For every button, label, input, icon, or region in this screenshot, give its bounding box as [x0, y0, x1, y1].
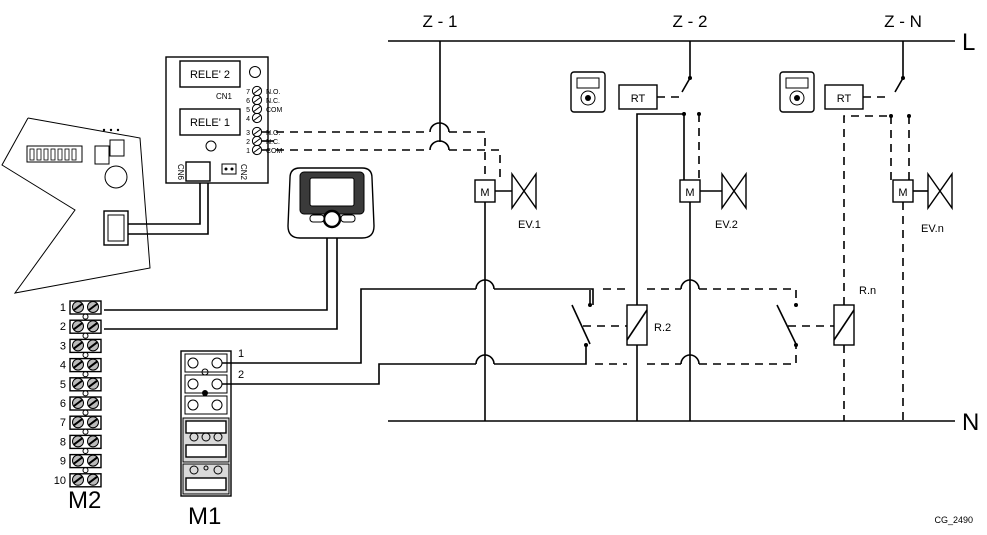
- zone2-switch-wiring: [636, 41, 691, 305]
- neutral-label: N: [962, 409, 979, 436]
- wire-m1-1: [222, 288, 594, 364]
- wire-rele1-com: [262, 149, 501, 180]
- m2-terminal-number: 8: [60, 436, 66, 448]
- relay-rn: R.n: [776, 285, 876, 347]
- m2-terminal-row: 1: [60, 300, 102, 320]
- rt-label-2: RT: [631, 93, 646, 105]
- cable-boiler-relay: [128, 177, 213, 225]
- contact-nc-2: N.C.: [266, 98, 280, 105]
- m2-terminal-row: 4: [60, 357, 102, 378]
- wire-remote-2: [104, 238, 338, 330]
- zone-1-label: Z - 1: [423, 12, 458, 31]
- ev2-label: EV.2: [715, 219, 738, 231]
- m2-terminal-number: 4: [60, 360, 66, 372]
- zone2-thermostat: RT: [570, 71, 658, 113]
- m2-terminal-row: 5: [60, 377, 102, 397]
- wire-remote-1: [104, 238, 328, 311]
- rele1-label: RELE' 1: [190, 117, 230, 129]
- m2-terminal-number: 6: [60, 398, 66, 410]
- wire-rele1-no: [262, 131, 486, 180]
- r2-label: R.2: [654, 322, 671, 334]
- contact-no-2: N.O.: [266, 89, 280, 96]
- relay-r2: R.2: [571, 290, 671, 421]
- terminal-block-m1: [180, 350, 232, 497]
- motor-label-1: M: [480, 187, 489, 199]
- m2-terminal-number: 10: [54, 475, 66, 487]
- m2-label: M2: [68, 487, 101, 514]
- rele2-label: RELE' 2: [190, 69, 230, 81]
- pin-6: 6: [246, 98, 250, 105]
- boiler-board: [1, 117, 151, 294]
- m2-terminal-number: 2: [60, 321, 66, 333]
- pin-3: 3: [246, 130, 250, 137]
- m2-terminal-row: 3: [60, 338, 102, 358]
- pin-5: 5: [246, 107, 250, 114]
- relay-board: RELE' 2 RELE' 1 CN1 CN6 CN2 7 6 5 4 3 2 …: [165, 56, 283, 184]
- motor-label-2: M: [685, 187, 694, 199]
- m1-pin-1: 1: [238, 348, 244, 360]
- drawing-code: CG_2490: [934, 515, 973, 525]
- rn-label: R.n: [859, 285, 876, 297]
- m1-pin-2: 2: [238, 369, 244, 381]
- cn6-label: CN6: [176, 164, 185, 181]
- cn1-label: CN1: [216, 92, 233, 101]
- zone1-valve: M EV.1: [474, 171, 541, 421]
- zonen-valve: M EV.n: [892, 171, 953, 421]
- terminal-block-m2: 1 2 3 4 5 6 7 8 9 10: [54, 300, 102, 488]
- zone2-valve: M EV.2: [679, 171, 747, 421]
- pin-7: 7: [246, 89, 250, 96]
- m2-terminal-number: 9: [60, 456, 66, 468]
- m2-terminal-number: 3: [60, 340, 66, 352]
- zone-2-label: Z - 2: [673, 12, 708, 31]
- pin-4: 4: [246, 116, 250, 123]
- contact-no-1: N.O.: [266, 130, 280, 137]
- m2-terminal-number: 5: [60, 379, 66, 391]
- rt-label-n: RT: [837, 93, 852, 105]
- zone-n-label: Z - N: [884, 12, 922, 31]
- m2-terminal-row: 8: [60, 434, 102, 454]
- contact-com-1: COM: [266, 148, 283, 155]
- r2-dashed-top: [603, 288, 797, 305]
- evn-label: EV.n: [921, 223, 944, 235]
- ev1-label: EV.1: [518, 219, 541, 231]
- remote-control: [287, 167, 375, 239]
- m2-terminal-row: 6: [60, 396, 102, 416]
- contact-nc-1: N.C.: [266, 139, 280, 146]
- pin-1: 1: [246, 148, 250, 155]
- zonen-switch: [894, 41, 904, 93]
- rn-dashed-wiring: [843, 115, 891, 421]
- cn2-label: CN2: [239, 164, 248, 181]
- m2-terminal-row: 7: [60, 415, 102, 435]
- live-label: L: [962, 29, 975, 56]
- zonen-thermostat: RT: [779, 71, 864, 113]
- wire-m1-2: [222, 345, 587, 385]
- pin-2: 2: [246, 139, 250, 146]
- m2-terminal-number: 1: [60, 302, 66, 314]
- r2-dashed-bottom: [595, 345, 797, 365]
- m2-terminal-row: 9: [60, 453, 102, 474]
- m2-terminal-row: 2: [60, 319, 102, 339]
- motor-label-n: M: [898, 187, 907, 199]
- cn1-terminals: [251, 85, 263, 156]
- contact-com-2: COM: [266, 107, 283, 114]
- m2-terminal-row: 10: [54, 473, 102, 488]
- m2-terminal-number: 7: [60, 417, 66, 429]
- m1-label: M1: [188, 503, 221, 530]
